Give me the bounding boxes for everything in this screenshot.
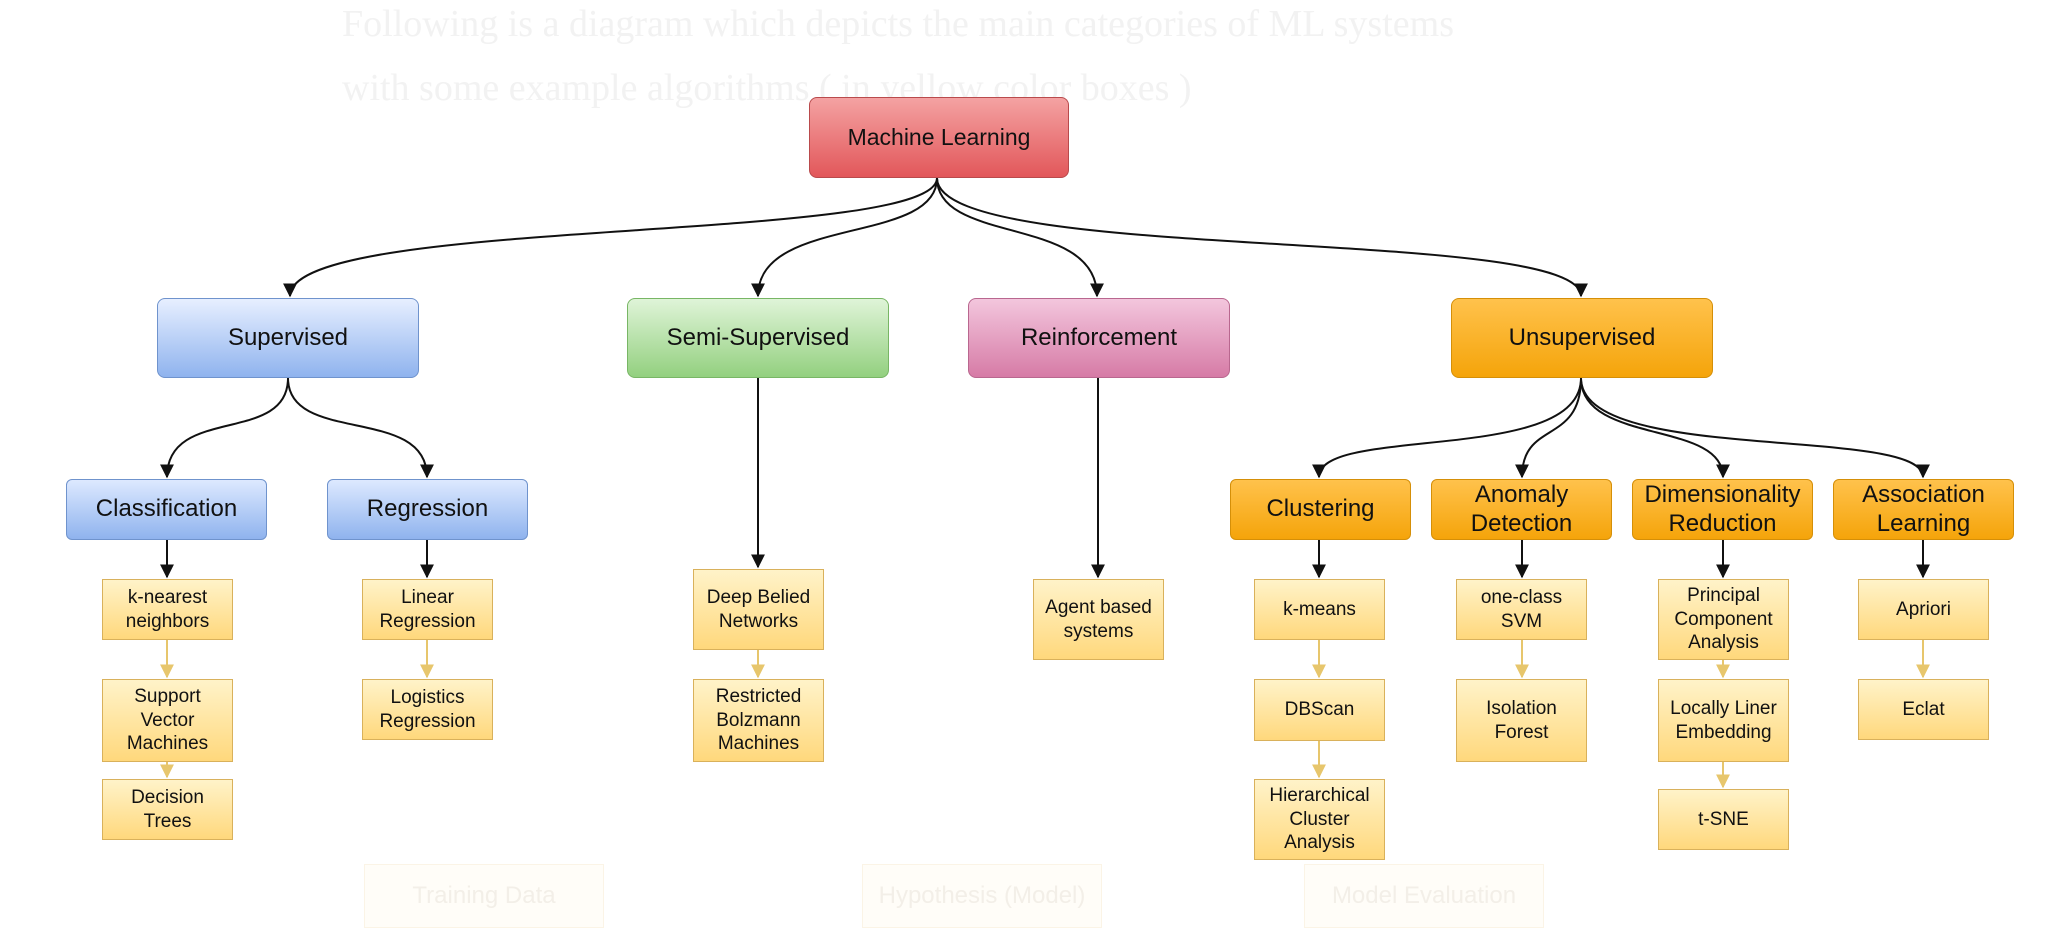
intro-text-line-1: Following is a diagram which depicts the… xyxy=(342,3,1454,45)
edge-unsupervised-anomaly xyxy=(1515,377,1582,479)
algo-decision-trees: Decision Trees xyxy=(102,779,233,840)
edge-supervised-regression xyxy=(287,377,434,479)
node-clustering: Clustering xyxy=(1230,479,1411,540)
algo-restricted-bolzmann-machines: Restricted Bolzmann Machines xyxy=(693,679,824,762)
algo-t-sne: t-SNE xyxy=(1658,789,1789,850)
algo-principal-component-analysis: Principal Component Analysis xyxy=(1658,579,1789,660)
algo-dbscan: DBScan xyxy=(1254,679,1385,741)
algo-logistics-regression: Logistics Regression xyxy=(362,679,493,740)
node-supervised: Supervised xyxy=(157,298,419,378)
node-dimensionality-reduction: Dimensionality Reduction xyxy=(1632,479,1813,540)
algo-support-vector-machines: Support Vector Machines xyxy=(102,679,233,762)
node-machine-learning: Machine Learning xyxy=(809,97,1069,178)
algo-agent-based-systems: Agent based systems xyxy=(1033,579,1164,660)
algo-isolation-forest: Isolation Forest xyxy=(1456,679,1587,762)
faded-training-data-box: Training Data xyxy=(364,864,604,928)
algo-eclat: Eclat xyxy=(1858,679,1989,740)
edge-root-semi xyxy=(751,177,938,298)
node-association-learning: Association Learning xyxy=(1833,479,2014,540)
node-anomaly-detection: Anomaly Detection xyxy=(1431,479,1612,540)
algo-k-means: k-means xyxy=(1254,579,1385,640)
edge-supervised-classification xyxy=(160,377,289,479)
algo-linear-regression: Linear Regression xyxy=(362,579,493,640)
faded-hypothesis-box: Hypothesis (Model) xyxy=(862,864,1102,928)
algo-locally-liner-embedding: Locally Liner Embedding xyxy=(1658,679,1789,762)
edge-root-unsupervised xyxy=(936,177,1588,298)
algo-apriori: Apriori xyxy=(1858,579,1989,640)
node-regression: Regression xyxy=(327,479,528,540)
node-unsupervised: Unsupervised xyxy=(1451,298,1713,378)
algo-one-class-svm: one-class SVM xyxy=(1456,579,1587,640)
edge-root-reinforcement xyxy=(936,177,1104,298)
algo-k-nearest-neighbors: k-nearest neighbors xyxy=(102,579,233,640)
algo-deep-belied-networks: Deep Belied Networks xyxy=(693,569,824,650)
node-reinforcement: Reinforcement xyxy=(968,298,1230,378)
node-semi-supervised: Semi-Supervised xyxy=(627,298,889,378)
algo-hierarchical-cluster-analysis: Hierarchical Cluster Analysis xyxy=(1254,779,1385,860)
edge-unsupervised-dimensionality xyxy=(1580,377,1730,479)
edge-unsupervised-clustering xyxy=(1312,377,1582,479)
edge-root-supervised xyxy=(283,177,938,298)
edge-unsupervised-association xyxy=(1580,377,1930,479)
node-classification: Classification xyxy=(66,479,267,540)
